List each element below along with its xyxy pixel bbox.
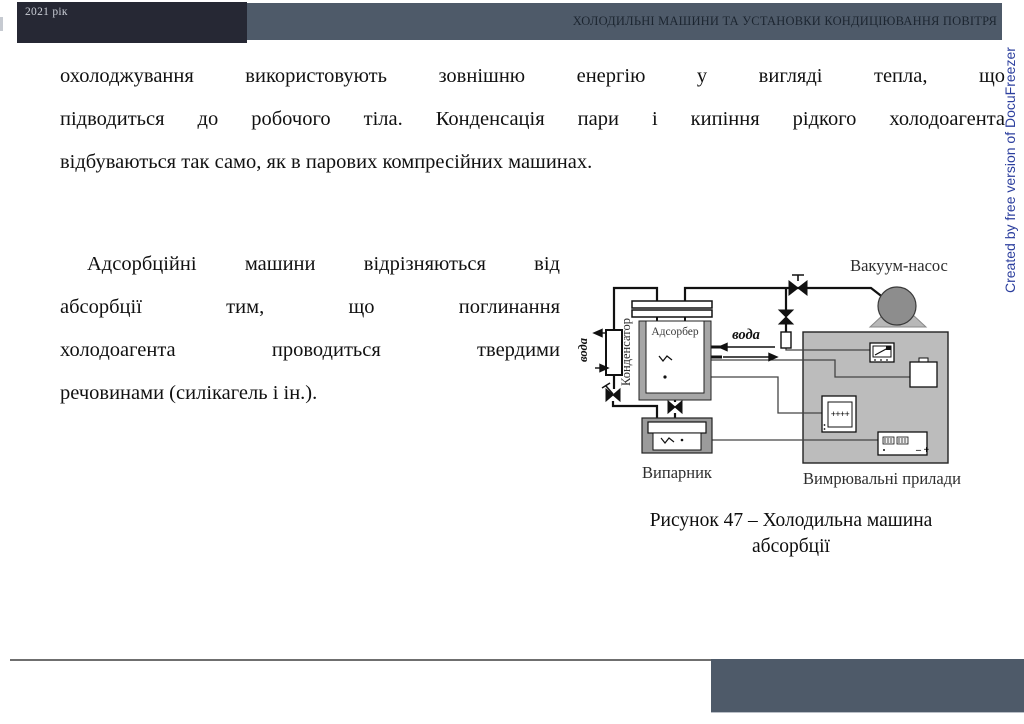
gauge-icon [869, 342, 895, 363]
footer-rule [10, 659, 712, 661]
terminal-marks: – + [915, 445, 930, 456]
adsorber-label: Адсорбер [651, 326, 699, 338]
header-year-bar: 2021 рік [17, 2, 247, 43]
year-label: 2021 рік [25, 6, 68, 18]
absorption-machine-diagram: ++++ – + Вакуум-насос Конденсатор Адсорб… [576, 256, 961, 488]
pipe-condenser-top [612, 286, 659, 330]
paragraph-2: Адсорбційні машини відрізняються від абс… [60, 243, 560, 415]
condenser-water-arrows [592, 328, 610, 373]
page-edge-mark [0, 17, 3, 31]
digital-display-icon: ++++ [821, 395, 857, 433]
body-text-line: підводиться до робочого тіла. Конденсаці… [60, 108, 1005, 130]
vacuum-pump-label: Вакуум-насос [850, 256, 948, 275]
condenser-shape [605, 329, 623, 376]
pipe-to-evaporator-left [611, 401, 659, 419]
temperature-sensor-icon [658, 355, 673, 363]
power-supply-icon: – + [877, 431, 930, 456]
water-label-mid: вода [732, 327, 760, 343]
pipe-main-to-pump [683, 286, 890, 303]
pipes [611, 286, 890, 419]
water-label-left: вода [576, 338, 590, 362]
header-title: ХОЛОДИЛЬНІ МАШИНИ ТА УСТАНОВКИ КОНДИЦІЮВ… [572, 14, 997, 28]
figure-caption-line1: Рисунок 47 – Холодильна машина [649, 510, 933, 531]
temperature-sensor-icon [660, 437, 675, 444]
wire-adsorber-device [672, 359, 910, 378]
sensor-dot-icon [663, 375, 667, 379]
footer-bar [711, 659, 1024, 713]
body-text-line: абсорбції тим, що поглинання [60, 296, 560, 318]
evaporator-label: Випарник [642, 463, 713, 482]
body-text-line: охолоджування використовують зовнішню ен… [60, 65, 1005, 87]
adsorber-water-arrows [717, 342, 779, 362]
display-ticks: ++++ [831, 409, 850, 419]
sensor-dot-icon [680, 438, 684, 442]
condenser-label: Конденсатор [619, 318, 633, 386]
paragraph-1: охолоджування використовують зовнішню ен… [60, 55, 1005, 184]
device-box-icon [909, 357, 938, 388]
body-text-line: Адсорбційні машини відрізняються від [87, 253, 560, 275]
adsorber-vessel [631, 300, 713, 401]
wire-adsorber-display [665, 376, 822, 414]
body-text-line: речовинами (силікагель і ін.). [60, 382, 318, 404]
evaporator-shape [641, 417, 713, 454]
valve-main-icon [788, 274, 808, 297]
figure-caption: Рисунок 47 – Холодильна машина абсорбції [575, 508, 1007, 560]
figure-caption-line2: абсорбції [752, 536, 830, 557]
vacuum-pump-icon [868, 286, 928, 328]
body-text-line: відбуваються так само, як в парових комп… [60, 151, 593, 173]
sight-glass-icon [780, 331, 792, 349]
header-title-bar: ХОЛОДИЛЬНІ МАШИНИ ТА УСТАНОВКИ КОНДИЦІЮВ… [247, 3, 1002, 40]
instruments-label: Вимрювальні прилади [803, 469, 961, 488]
valve-branch-icon [777, 309, 795, 325]
watermark-text: Created by free version of DocuFreezer [1002, 47, 1018, 293]
valve-condenser-icon [601, 382, 621, 403]
body-text-line: холодоагента проводиться твердими [60, 339, 560, 361]
